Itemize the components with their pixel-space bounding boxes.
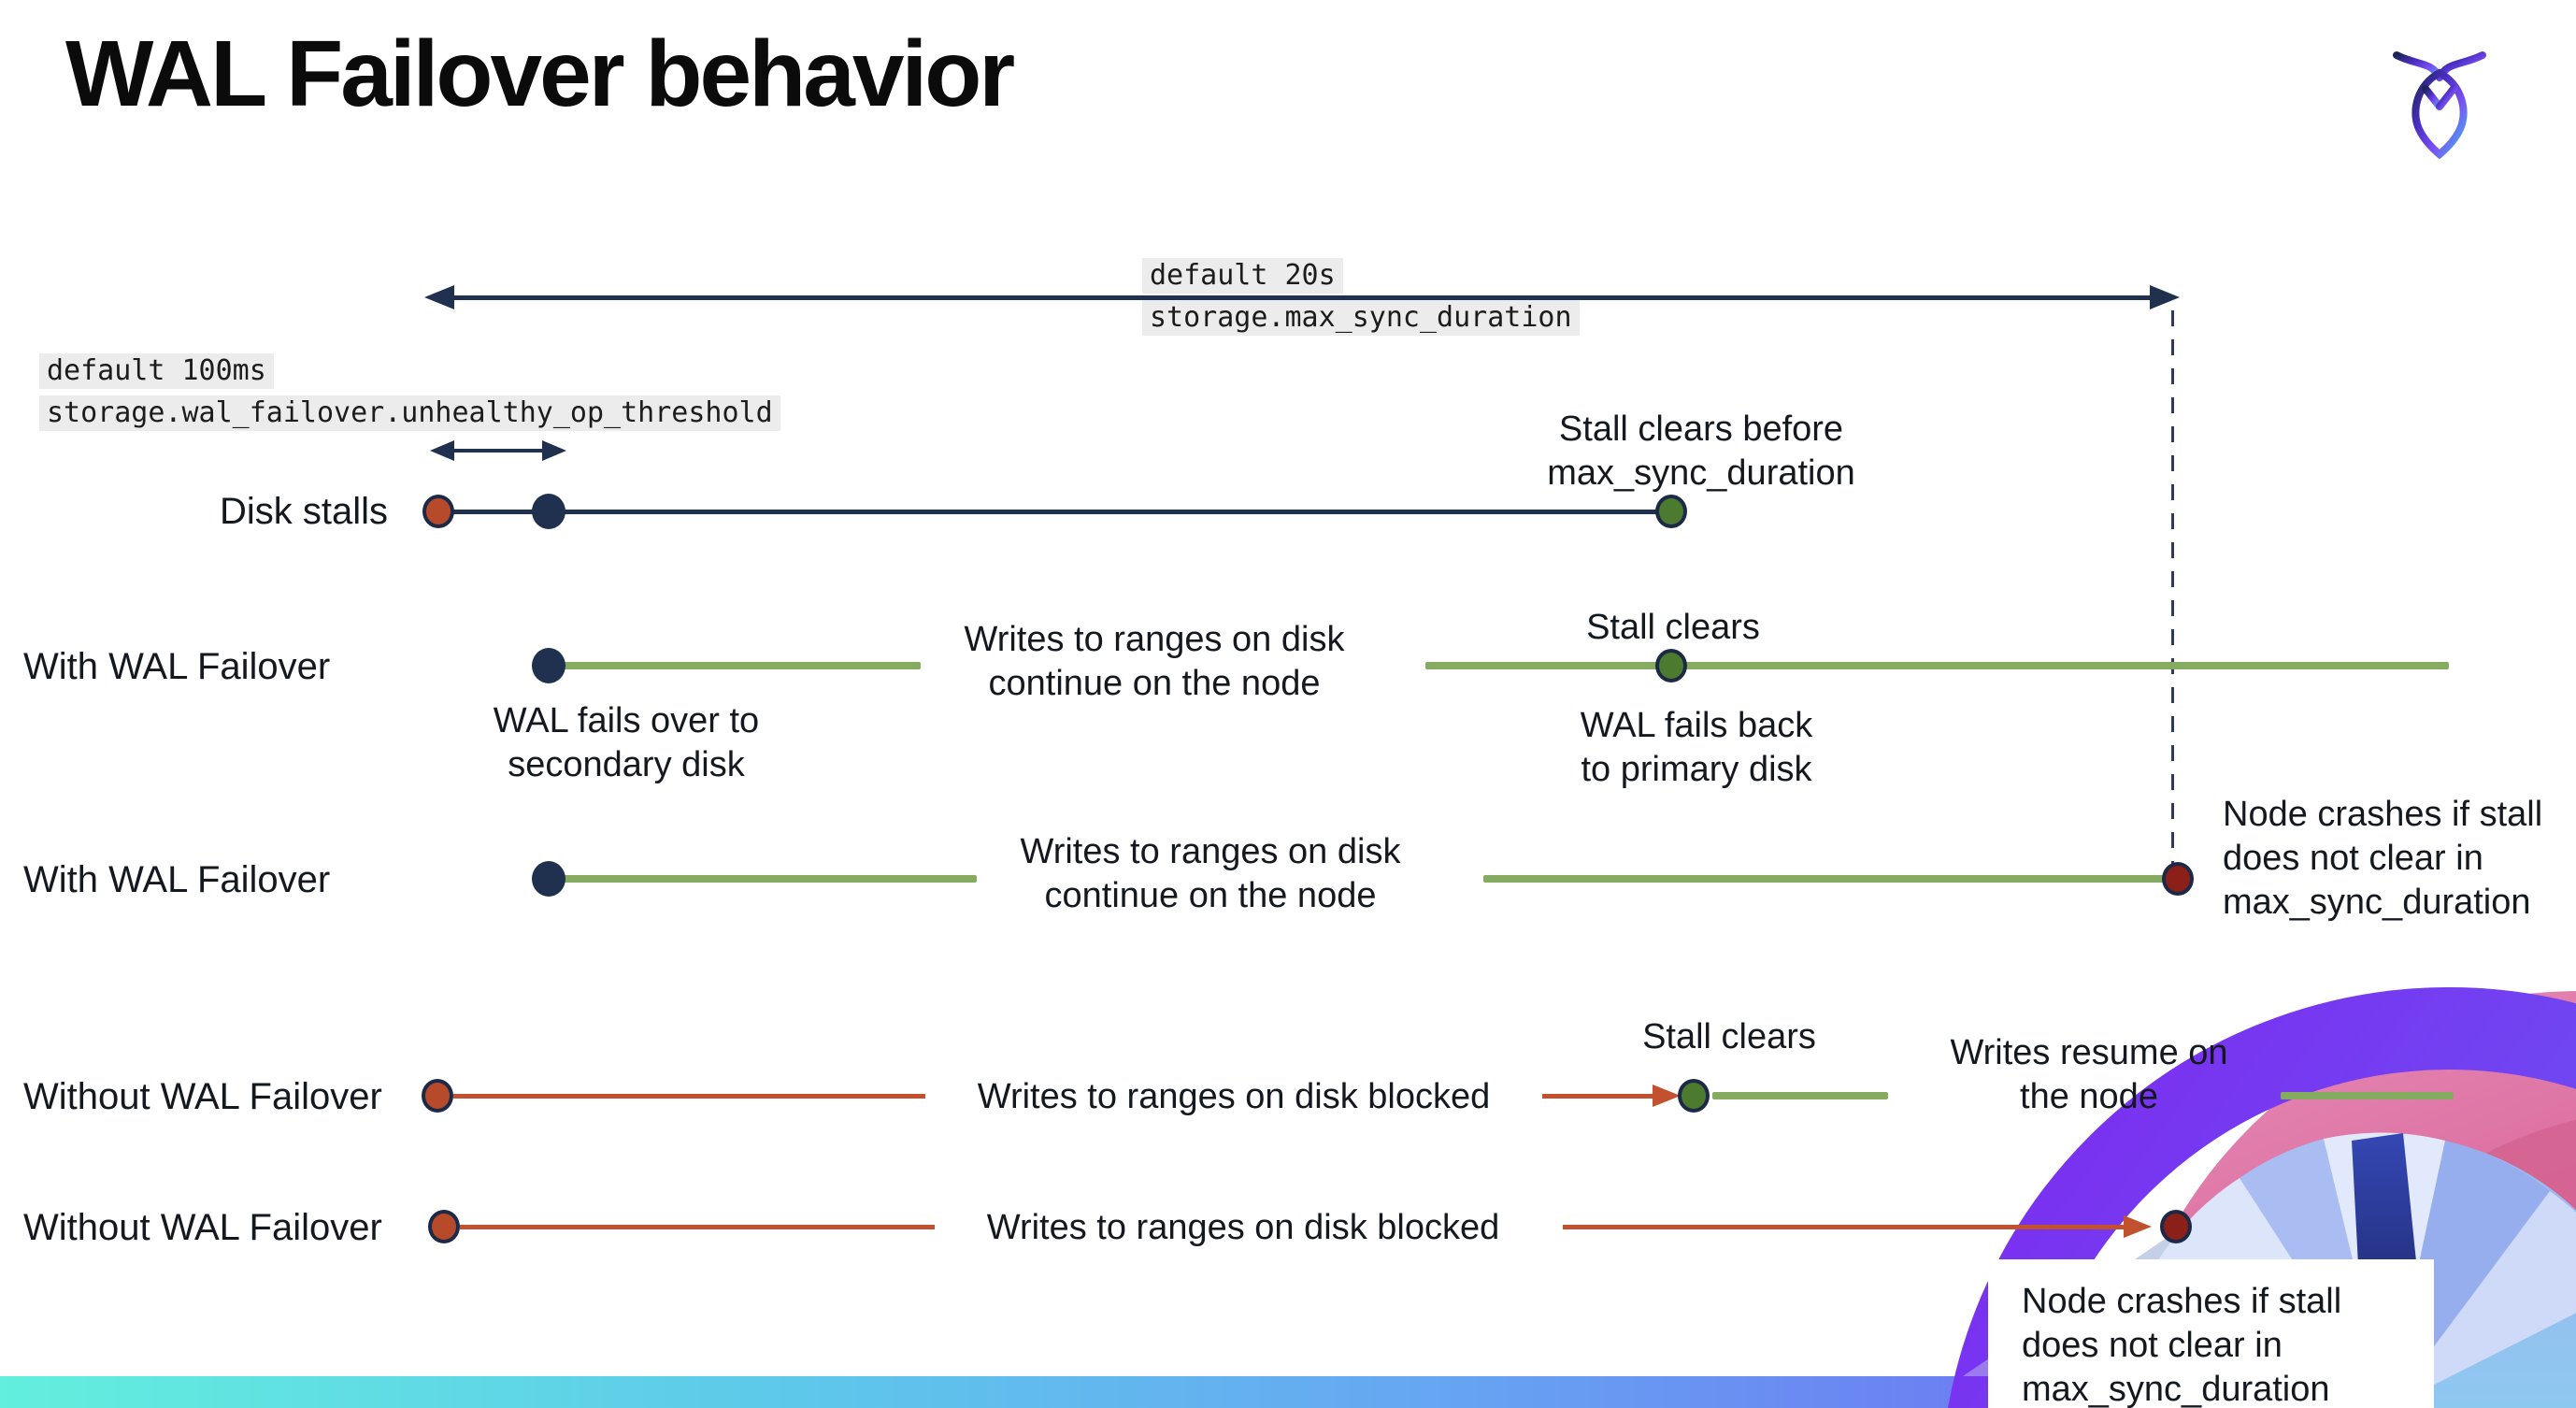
- stall-clears-dot: [1655, 495, 1687, 528]
- writes-blocked-line-b: [1563, 1225, 2133, 1229]
- writes-blocked-line-b: [1542, 1094, 1664, 1099]
- row-label-without-wal-failover: Without WAL Failover: [23, 1207, 382, 1248]
- unhealthy-op-default-label: default 100ms: [39, 353, 274, 389]
- page-title: WAL Failover behavior: [65, 22, 1015, 126]
- note-writes-continue: Writes to ranges on disk continue on the…: [964, 620, 1345, 703]
- arrowhead-left-icon: [424, 285, 454, 309]
- writes-resume-line-b: [2281, 1092, 2454, 1099]
- max-sync-deadline-dashed-line: [2171, 310, 2174, 864]
- note-node-crashes: Node crashes if stall does not clear in …: [2022, 1282, 2342, 1408]
- writes-blocked-line-a: [460, 1225, 935, 1229]
- note-wal-fails-over: WAL fails over to secondary disk: [493, 701, 760, 784]
- max-sync-duration-span-line: [441, 295, 2163, 300]
- node-crash-dot: [2162, 862, 2194, 896]
- note-writes-resume: Writes resume on the node: [1950, 1033, 2228, 1116]
- note-writes-blocked: Writes to ranges on disk blocked: [977, 1077, 1491, 1116]
- stall-clears-dot: [1655, 649, 1687, 682]
- arrowhead-right-icon: [1653, 1085, 1681, 1107]
- note-stall-clears-before: Stall clears before max_sync_duration: [1547, 409, 1855, 493]
- node-crash-dot: [2160, 1210, 2192, 1243]
- row-label-with-wal-failover: With WAL Failover: [23, 646, 331, 687]
- failover-threshold-dot: [532, 494, 565, 529]
- note-writes-continue: Writes to ranges on disk continue on the…: [1020, 832, 1401, 915]
- max-sync-setting-name: storage.max_sync_duration: [1142, 300, 1580, 336]
- writes-continue-line-b: [1483, 875, 2175, 883]
- row-label-without-wal-failover: Without WAL Failover: [23, 1076, 382, 1117]
- max-sync-duration-annotation: default 20s storage.max_sync_duration: [1142, 258, 1580, 336]
- writes-continue-line-b: [1425, 662, 2449, 669]
- stall-start-dot: [422, 1079, 453, 1113]
- disk-stall-timeline: [438, 510, 1672, 514]
- unhealthy-op-threshold-annotation: default 100ms storage.wal_failover.unhea…: [39, 353, 780, 431]
- note-writes-blocked: Writes to ranges on disk blocked: [986, 1208, 1500, 1247]
- stall-start-dot: [422, 495, 454, 528]
- max-sync-default-label: default 20s: [1142, 258, 1343, 294]
- note-wal-fails-back: WAL fails back to primary disk: [1580, 706, 1813, 789]
- stall-clears-dot: [1678, 1079, 1710, 1113]
- failover-dot: [532, 648, 565, 683]
- failover-dot: [532, 861, 565, 897]
- note-stall-clears: Stall clears: [1586, 608, 1760, 647]
- node-crashes-callout: Node crashes if stall does not clear in …: [1988, 1259, 2434, 1408]
- arrowhead-right-icon: [542, 440, 566, 461]
- writes-blocked-line-a: [453, 1094, 925, 1099]
- writes-continue-line-a: [561, 662, 921, 669]
- note-stall-clears: Stall clears: [1642, 1017, 1816, 1056]
- arrowhead-right-icon: [2150, 285, 2180, 309]
- stall-start-dot: [428, 1210, 460, 1243]
- note-node-crashes: Node crashes if stall does not clear in …: [2223, 795, 2543, 922]
- unhealthy-op-span-line: [451, 449, 544, 453]
- arrowhead-left-icon: [430, 440, 454, 461]
- writes-continue-line-a: [561, 875, 977, 883]
- writes-resume-line-a: [1712, 1092, 1888, 1099]
- row-label-with-wal-failover: With WAL Failover: [23, 859, 331, 900]
- arrowhead-right-icon: [2124, 1215, 2152, 1238]
- unhealthy-op-setting-name: storage.wal_failover.unhealthy_op_thresh…: [39, 395, 780, 431]
- row-label-disk-stalls: Disk stalls: [219, 491, 388, 532]
- cockroachdb-logo-icon: [2393, 51, 2486, 160]
